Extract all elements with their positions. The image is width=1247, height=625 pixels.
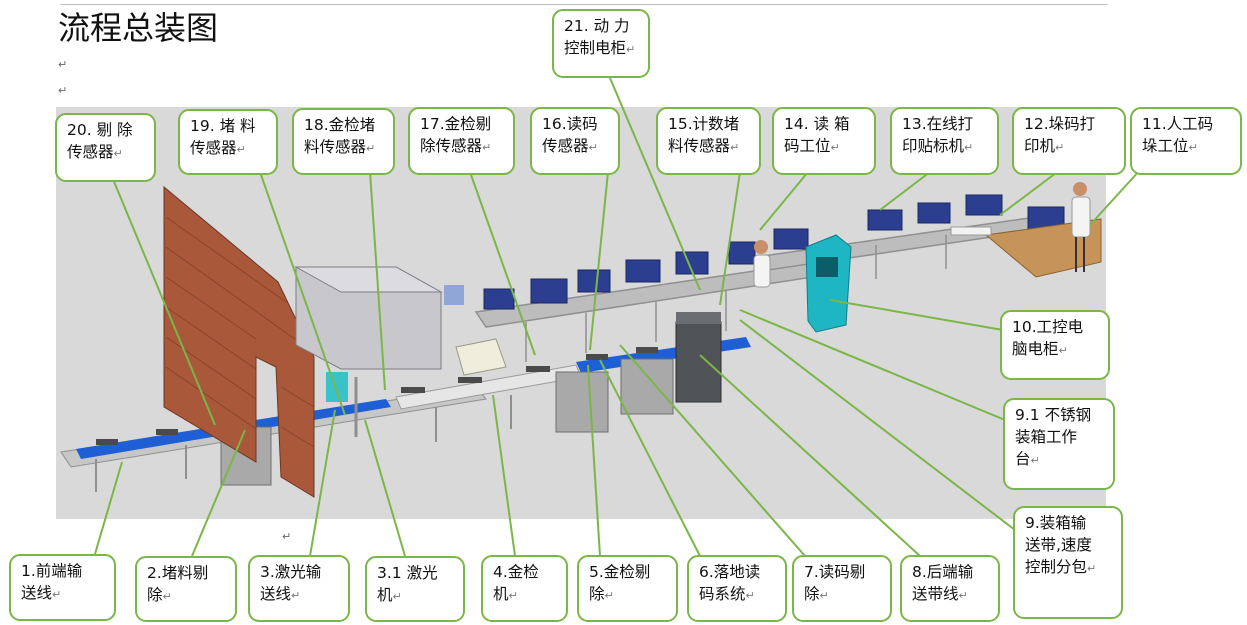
- callout-3-1-laser-machine: 3.1 激光机↵: [365, 556, 465, 622]
- callout-12-stack-printer: 12.垛码打印机↵: [1012, 107, 1126, 175]
- callout-8-rear-conveyor: 8.后端输送带线↵: [900, 555, 1000, 622]
- callout-20-reject-sensor: 20. 剔 除传感器↵: [55, 113, 156, 182]
- callout-17-md-reject-sensor: 17.金检剔除传感器↵: [408, 107, 515, 175]
- callout-1-front-conveyor: 1.前端输送线↵: [9, 554, 116, 621]
- operator-figures: [753, 182, 1091, 288]
- callout-6-floor-reader: 6.落地读码系统↵: [687, 555, 787, 622]
- callout-4-metal-detector: 4.金检机↵: [481, 555, 568, 622]
- header-rule: [60, 4, 1108, 5]
- callout-13-online-label-printer: 13.在线打印贴标机↵: [890, 107, 999, 175]
- callout-16-read-sensor: 16.读码传感器↵: [530, 107, 620, 175]
- callout-9-1-stainless-packing-table: 9.1 不锈钢装箱工作台↵: [1003, 398, 1115, 490]
- callout-18-md-jam-sensor: 18.金检堵料传感器↵: [292, 108, 395, 175]
- callout-21-power-cabinet: 21. 动 力控制电柜↵: [552, 9, 650, 78]
- callout-9-packing-conveyor: 9.装箱输送带,速度控制分包↵: [1013, 506, 1123, 619]
- callout-3-laser-conveyor: 3.激光输送线↵: [248, 555, 350, 622]
- callout-19-jam-sensor: 19. 堵 料传感器↵: [178, 109, 278, 175]
- callout-2-jam-reject: 2.堵料剔除↵: [135, 556, 237, 622]
- callout-5-md-reject: 5.金检剔除↵: [577, 555, 678, 622]
- ipc-kiosk: [805, 234, 852, 333]
- callout-14-box-read-station: 14. 读 箱码工位↵: [772, 107, 876, 175]
- callout-11-manual-stack-station: 11.人工码垛工位↵: [1130, 107, 1242, 175]
- callout-7-read-reject: 7.读码剔除↵: [792, 555, 892, 622]
- paragraph-mark: ↵: [58, 58, 68, 71]
- power-cabinet: [675, 312, 722, 403]
- callout-15-count-jam-sensor: 15.计数堵料传感器↵: [656, 107, 761, 175]
- page-title: 流程总装图: [58, 9, 219, 47]
- callout-10-ipc-cabinet: 10.工控电脑电柜↵: [1000, 310, 1110, 380]
- paragraph-mark: ↵: [282, 530, 292, 543]
- paragraph-mark: ↵: [58, 84, 68, 97]
